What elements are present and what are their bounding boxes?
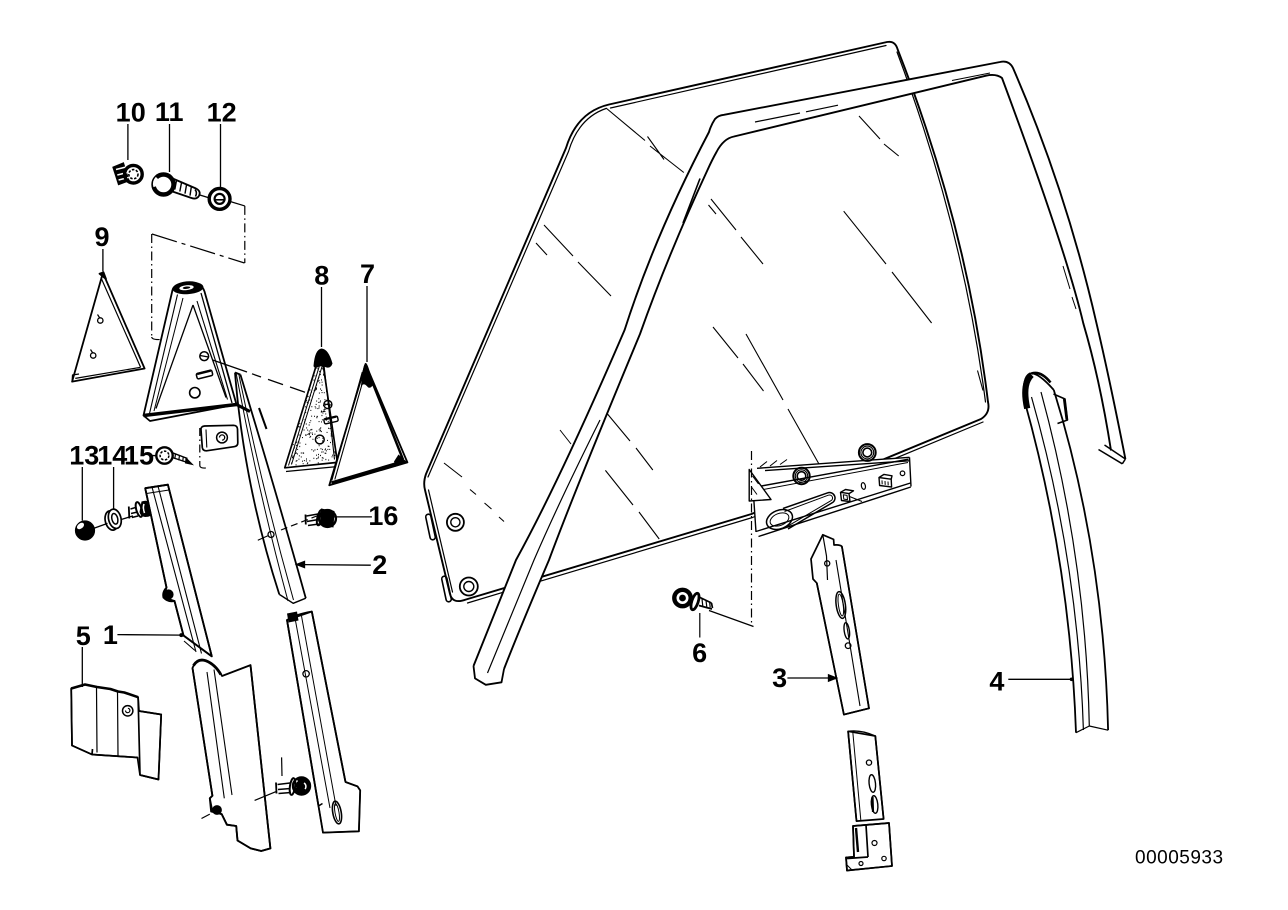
svg-text:9: 9 — [94, 222, 109, 252]
svg-text:2: 2 — [372, 550, 387, 580]
svg-text:6: 6 — [692, 638, 707, 668]
svg-text:11: 11 — [155, 97, 184, 127]
svg-text:1: 1 — [103, 620, 118, 650]
svg-text:16: 16 — [368, 501, 398, 531]
svg-text:3: 3 — [772, 663, 787, 693]
svg-text:10: 10 — [116, 98, 146, 128]
svg-text:14: 14 — [97, 441, 127, 471]
svg-text:8: 8 — [314, 261, 329, 291]
svg-text:5: 5 — [76, 621, 91, 651]
svg-text:4: 4 — [989, 667, 1004, 697]
svg-text:00005933: 00005933 — [1135, 848, 1224, 869]
svg-text:12: 12 — [207, 98, 237, 128]
svg-text:15: 15 — [124, 441, 154, 471]
svg-text:13: 13 — [69, 441, 99, 471]
svg-text:7: 7 — [360, 259, 375, 289]
